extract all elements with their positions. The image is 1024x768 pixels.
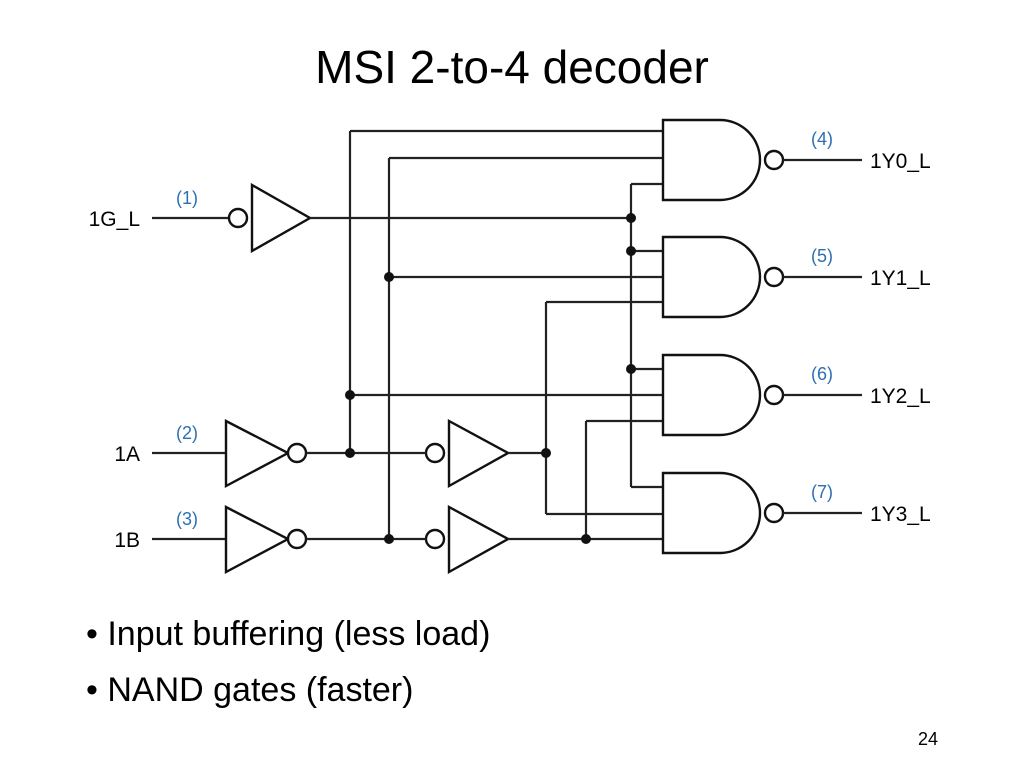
inverter-1b-first [224,505,308,574]
inverter-1b-second [424,504,511,575]
input-label-1g: 1G_L [89,208,140,231]
bullet-text: Input buffering (less load) [107,615,491,653]
input-pin-1b: (3) [176,509,198,529]
output-label-y2: 1Y2_L [870,385,931,408]
inverter-1a-first [224,419,308,488]
input-wires [152,216,229,541]
inverter-1a-second [424,418,511,489]
input-pin-1g: (1) [176,188,198,208]
input-label-1b: 1B [114,529,140,552]
output-pin-y3: (7) [811,482,833,502]
input-label-1a: 1A [114,443,140,466]
inverter-1g [227,182,313,254]
output-label-y0: 1Y0_L [870,150,931,173]
junction-dots [345,213,636,544]
output-label-y3: 1Y3_L [870,503,931,526]
bullet-item: • Input buffering (less load) [86,615,491,653]
nand-gate-y0 [661,118,785,202]
output-pin-y1: (5) [811,246,833,266]
input-pin-1a: (2) [176,423,198,443]
page-number: 24 [917,729,938,749]
output-label-y1: 1Y1_L [870,267,931,290]
decoder-circuit-diagram: 1G_L (1) 1A (2) 1B (3) (4) 1Y0_L (5) 1Y1… [89,118,931,575]
nand-gate-y3 [661,471,785,555]
slide-title: MSI 2-to-4 decoder [315,41,709,93]
output-pin-y2: (6) [811,364,833,384]
output-pin-y0: (4) [811,129,833,149]
nand-gate-y1 [661,235,785,319]
nand-gate-y2 [661,353,785,437]
internal-wires [306,129,663,541]
bullet-list: • Input buffering (less load) • NAND gat… [86,612,490,724]
bullet-item: • NAND gates (faster) [86,671,414,709]
output-wires [783,158,862,515]
bullet-text: NAND gates (faster) [107,671,414,709]
